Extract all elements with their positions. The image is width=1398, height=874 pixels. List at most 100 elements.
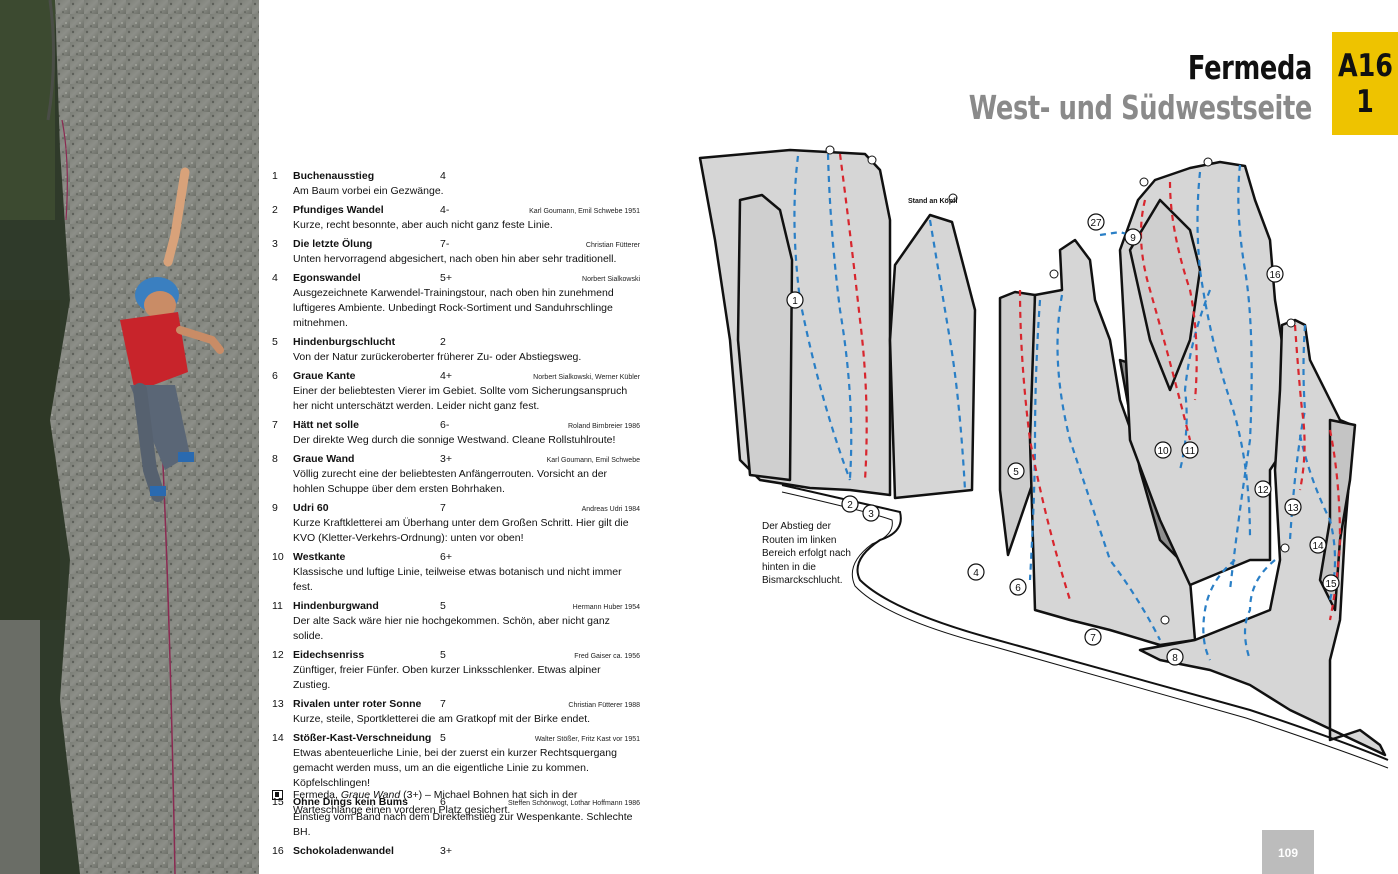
route-number: 1 [272, 170, 278, 182]
section-code: A16 [1337, 48, 1393, 84]
route-description: Am Baum vorbei ein Gezwänge. [293, 185, 444, 197]
route-author: Christian Fütterer 1988 [568, 702, 640, 709]
topo-marker: 10 [1154, 441, 1172, 459]
route-header: Hätt net solle 6- Roland Birnbreier 1986 [293, 418, 640, 433]
topo-marker-label: 15 [1325, 579, 1337, 590]
route-number: 14 [272, 732, 284, 744]
route-grade: 5 [440, 600, 446, 612]
route-description: Von der Natur zurückeroberter früherer Z… [293, 351, 582, 363]
topo-marker-label: 8 [1172, 653, 1178, 664]
route-author: Christian Fütterer [585, 242, 640, 249]
topo-marker-label: 11 [1185, 446, 1196, 457]
route-description: Der alte Sack wäre hier nie hochgekommen… [293, 615, 610, 642]
topo-marker: 15 [1322, 574, 1340, 592]
descent-note: Der Abstieg der Routen im linken Bereich… [762, 521, 851, 586]
route-number: 5 [272, 336, 278, 348]
route-number: 13 [272, 698, 284, 710]
route-name: Hindenburgschlucht [293, 336, 396, 348]
topo-marker: 14 [1309, 536, 1327, 554]
route-description: Unten hervorragend abgesichert, nach obe… [293, 253, 617, 265]
route-name: Graue Wand [293, 453, 355, 465]
route-description: Völlig zurecht eine der beliebtesten Anf… [293, 468, 608, 495]
route-author: Roland Birnbreier 1986 [568, 423, 640, 430]
topo-marker-label: 13 [1287, 503, 1299, 514]
topo-marker: 27 [1087, 213, 1105, 231]
topo-marker-label: 14 [1312, 541, 1324, 552]
route-author: Karl Goumann, Emil Schwebe [546, 457, 640, 464]
route-name: Hätt net solle [293, 419, 359, 431]
route-name: Westkante [293, 551, 346, 563]
section-number: 1 [1356, 84, 1374, 120]
route-grade: 3+ [440, 453, 452, 465]
route-name: Pfundiges Wandel [293, 204, 384, 216]
topo-marker: 13 [1284, 498, 1302, 516]
route-grade: 5 [440, 649, 446, 661]
route-grade: 4+ [440, 370, 452, 382]
page-subtitle: West- und Südwestseite [968, 88, 1313, 127]
route-grade: 7- [440, 238, 450, 250]
route-name: Buchenausstieg [293, 170, 375, 182]
route-number: 3 [272, 238, 278, 250]
topo-marker: 1 [786, 291, 804, 309]
topo-marker: 3 [862, 504, 880, 522]
route-author: Walter Stößer, Fritz Kast vor 1951 [534, 736, 640, 743]
route-name: Hindenburgwand [293, 600, 379, 612]
topo-marker: 2 [841, 495, 859, 513]
route-grade: 6- [440, 419, 450, 431]
topo-drawing: 1 2 3 4 5 6 7 8 9 10 11 12 13 14 15 16 2… [690, 140, 1398, 780]
route-description: Einer der beliebtesten Vierer im Gebiet.… [293, 385, 628, 412]
topo-marker: 12 [1254, 480, 1272, 498]
caption-text: (3+) – Michael Bohnen hat sich in der Wa… [293, 789, 578, 816]
route-author: Steffen Schönwogt, Lothar Hoffmann 1986 [507, 800, 640, 807]
route-item: 13 Rivalen unter roter Sonne 7 Christian Fü… [272, 697, 640, 727]
topo-marker-label: 5 [1013, 467, 1019, 478]
topo-marker-label: 7 [1090, 633, 1096, 644]
route-grade: 6 [440, 796, 446, 808]
route-grade: 7 [440, 698, 446, 710]
route-grade: 5 [440, 732, 446, 744]
topo-marker-label: 9 [1130, 233, 1136, 244]
route-grade: 6+ [440, 551, 452, 563]
photo-caption: Fermeda, Graue Wand (3+) – Michael Bohne… [272, 788, 640, 818]
topo-marker-label: 3 [868, 509, 874, 520]
route-number: 8 [272, 453, 278, 465]
route-name: Die letzte Ölung [293, 238, 373, 250]
route-header: Hindenburgwand 5 Hermann Huber 1954 [293, 599, 640, 614]
route-number: 11 [272, 600, 283, 612]
route-number: 15 [272, 796, 284, 808]
climber-photo [0, 0, 259, 874]
route-number: 4 [272, 272, 278, 284]
route-name: Eidechsenriss [293, 649, 365, 661]
topo-marker: 9 [1124, 228, 1142, 246]
route-author: Hermann Huber 1954 [572, 604, 640, 611]
route-name: Udri 60 [293, 502, 329, 514]
camera-icon [272, 790, 283, 800]
route-number: 12 [272, 649, 284, 661]
route-name: Rivalen unter roter Sonne [293, 698, 422, 710]
topo-marker: 4 [967, 563, 985, 581]
route-name: Stößer-Kast-Verschneidung [293, 732, 432, 744]
route-number: 16 [272, 845, 284, 857]
route-name: Schokoladenwandel [293, 845, 394, 857]
route-item: 14 Stößer-Kast-Verschneidung 5 Walter Stöße… [272, 731, 640, 791]
page-number: 109 [1262, 830, 1314, 874]
route-description: Kurze Kraftkletterei am Überhang unter d… [293, 517, 629, 544]
route-description: Der direkte Weg durch die sonnige Westwa… [293, 434, 616, 446]
